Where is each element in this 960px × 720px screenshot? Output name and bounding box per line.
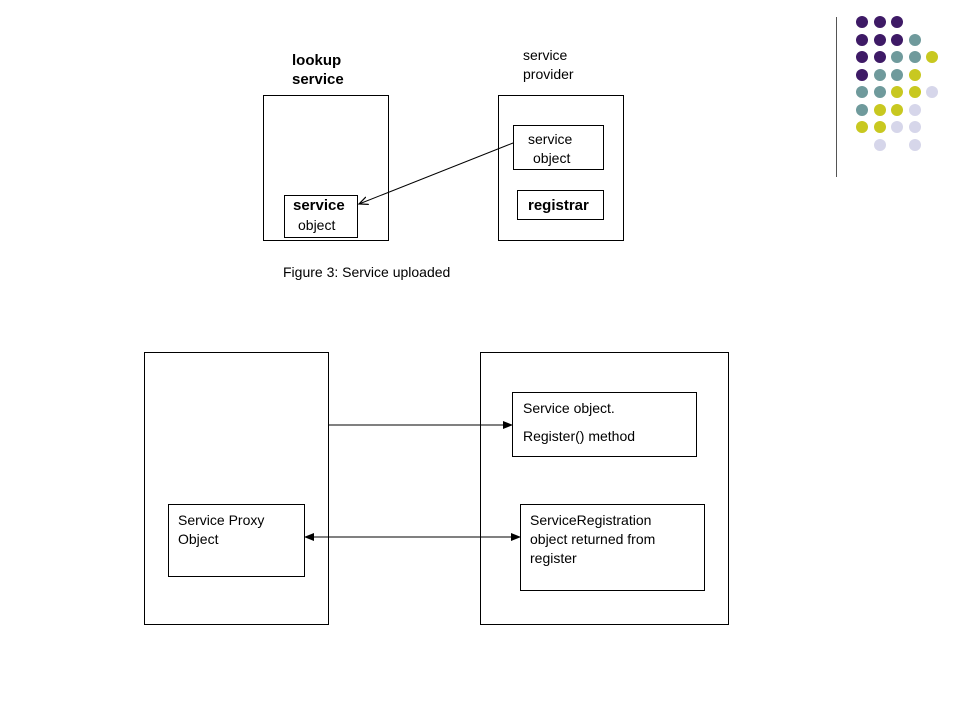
service-object-line2: Register() method [523,428,636,444]
service-object-line1: Service object. [523,400,615,416]
registration-line2: object returned from [530,531,656,547]
lookup-title-line2: service [292,71,344,88]
provider-service-object-box: service object [513,125,604,170]
registration-line3: register [530,550,577,566]
lookup-obj-line1: service [293,197,345,214]
upload-arrow [359,142,514,204]
registrar-label: registrar [528,197,589,214]
provider-title-line1: service [523,47,568,63]
lookup-service-object-box: service object [284,195,358,238]
lookup-title-line1: lookup [292,52,342,69]
provider-obj-line2: object [533,150,571,166]
proxy-line2: Object [178,531,219,547]
lookup-service-title: lookup service [292,51,344,89]
service-registration-box: ServiceRegistration object returned from… [520,504,705,591]
client-box [144,352,329,625]
proxy-line1: Service Proxy [178,512,265,528]
lookup-obj-line2: object [298,217,336,233]
service-proxy-box: Service Proxy Object [168,504,305,577]
registrar-box: registrar [517,190,604,220]
service-provider-title: service provider [523,46,574,84]
figure-3-caption: Figure 3: Service uploaded [283,264,451,280]
registration-line1: ServiceRegistration [530,512,652,528]
provider-title-line2: provider [523,66,574,82]
decorative-vertical-line [836,17,837,177]
provider-obj-line1: service [528,131,573,147]
